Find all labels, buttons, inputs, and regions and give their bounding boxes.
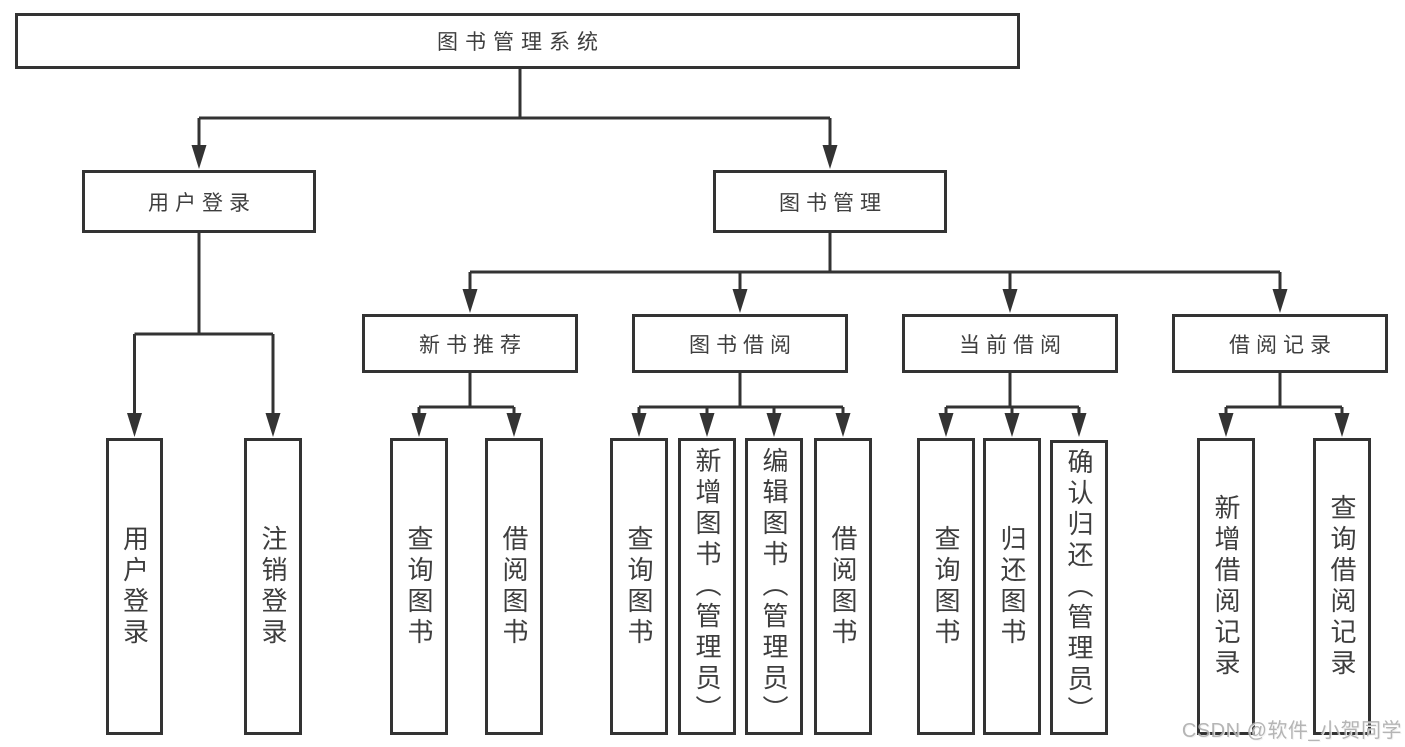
csdn-watermark: CSDN @软件_小贺同学 (1181, 720, 1402, 742)
leaf-logout-label: 注销登录 (258, 524, 288, 649)
arrow-down-icon (938, 413, 954, 437)
leaf-recommend-borrow-books-label: 借阅图书 (499, 524, 529, 649)
arrow-down-icon (506, 413, 522, 437)
arrow-down-icon (127, 413, 142, 437)
node-root: 图书管理系统 (15, 13, 1020, 69)
arrow-down-icon (1272, 289, 1288, 313)
leaf-borrow-query-books-label: 查询图书 (624, 524, 654, 649)
node-borrow-records-label: 借阅记录 (1229, 333, 1337, 357)
leaf-user-login-label: 用户登录 (119, 524, 150, 649)
node-new-book-recommend-label: 新书推荐 (419, 333, 527, 357)
arrow-down-icon (1002, 289, 1018, 313)
leaf-borrow-add-books-admin-label: 新增图书（管理员） (692, 447, 722, 726)
arrow-down-icon (191, 145, 207, 169)
leaf-records-add-record: 新增借阅记录 (1197, 438, 1255, 735)
arrow-down-icon (1334, 413, 1350, 437)
node-book-management: 图书管理 (713, 170, 947, 233)
arrow-down-icon (462, 289, 478, 313)
node-user-login-label: 用户登录 (148, 191, 256, 215)
node-borrow-records: 借阅记录 (1172, 314, 1388, 373)
arrow-down-icon (1004, 413, 1020, 437)
leaf-user-login: 用户登录 (106, 438, 163, 735)
leaf-current-return-books-label: 归还图书 (997, 524, 1027, 649)
leaf-current-confirm-return-admin: 确认归还（管理员） (1050, 440, 1108, 735)
arrow-down-icon (835, 413, 851, 437)
node-root-label: 图书管理系统 (437, 31, 605, 54)
leaf-recommend-borrow-books: 借阅图书 (485, 438, 543, 735)
arrow-down-icon (411, 413, 427, 437)
leaf-records-add-record-label: 新增借阅记录 (1211, 493, 1241, 680)
leaf-logout: 注销登录 (244, 438, 302, 735)
node-user-login: 用户登录 (82, 170, 316, 233)
leaf-borrow-query-books: 查询图书 (610, 438, 668, 735)
leaf-current-query-books: 查询图书 (917, 438, 975, 735)
leaf-borrow-edit-books-admin-label: 编辑图书（管理员） (759, 447, 789, 726)
leaf-current-query-books-label: 查询图书 (931, 524, 961, 649)
arrow-down-icon (265, 413, 281, 437)
arrow-down-icon (1071, 413, 1087, 437)
arrow-down-icon (766, 413, 782, 437)
arrow-down-icon (732, 289, 748, 313)
leaf-recommend-query-books: 查询图书 (390, 438, 448, 735)
leaf-current-confirm-return-admin-label: 确认归还（管理员） (1064, 448, 1094, 727)
leaf-borrow-add-books-admin: 新增图书（管理员） (678, 438, 736, 735)
node-book-borrow-label: 图书借阅 (689, 333, 797, 357)
node-current-borrow-label: 当前借阅 (959, 333, 1067, 357)
node-current-borrow: 当前借阅 (902, 314, 1118, 373)
leaf-recommend-query-books-label: 查询图书 (404, 524, 434, 649)
leaf-records-query-record: 查询借阅记录 (1313, 438, 1371, 735)
arrow-down-icon (822, 145, 838, 169)
arrow-down-icon (631, 413, 647, 437)
leaf-current-return-books: 归还图书 (983, 438, 1041, 735)
leaf-borrow-borrow-books-label: 借阅图书 (828, 524, 858, 649)
arrow-down-icon (699, 413, 715, 437)
leaf-records-query-record-label: 查询借阅记录 (1327, 493, 1357, 680)
leaf-borrow-borrow-books: 借阅图书 (814, 438, 872, 735)
leaf-borrow-edit-books-admin: 编辑图书（管理员） (745, 438, 803, 735)
node-book-management-label: 图书管理 (779, 191, 887, 215)
node-new-book-recommend: 新书推荐 (362, 314, 578, 373)
arrow-down-icon (1218, 413, 1234, 437)
node-book-borrow: 图书借阅 (632, 314, 848, 373)
